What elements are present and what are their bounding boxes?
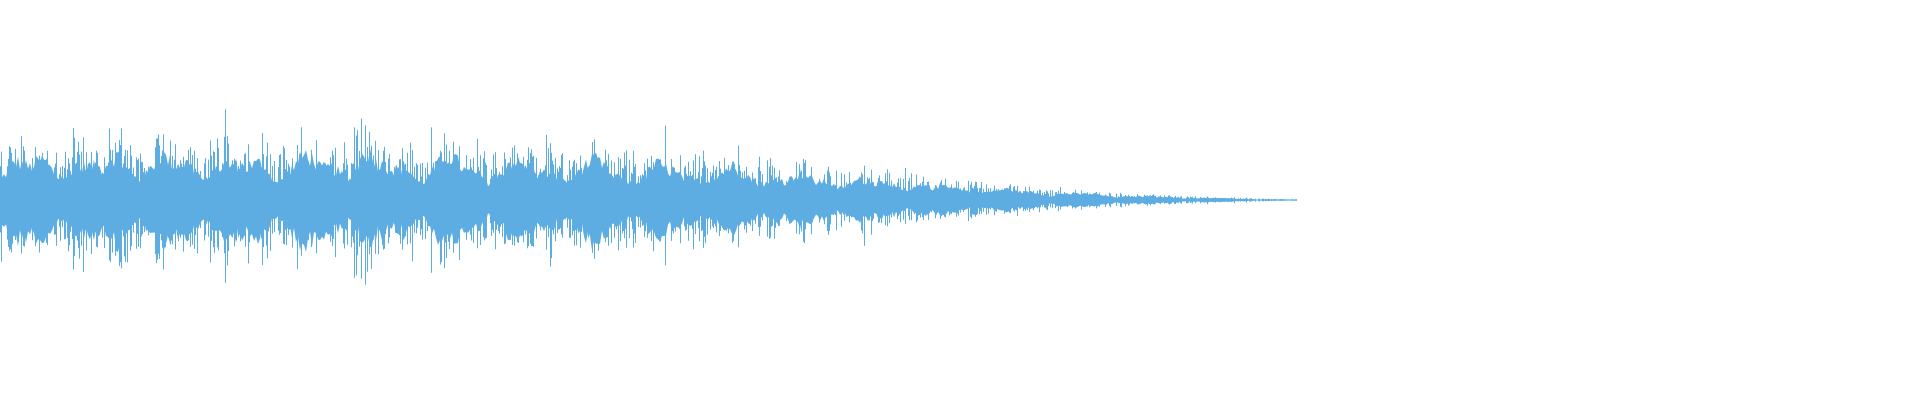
waveform-samples bbox=[0, 109, 1297, 285]
